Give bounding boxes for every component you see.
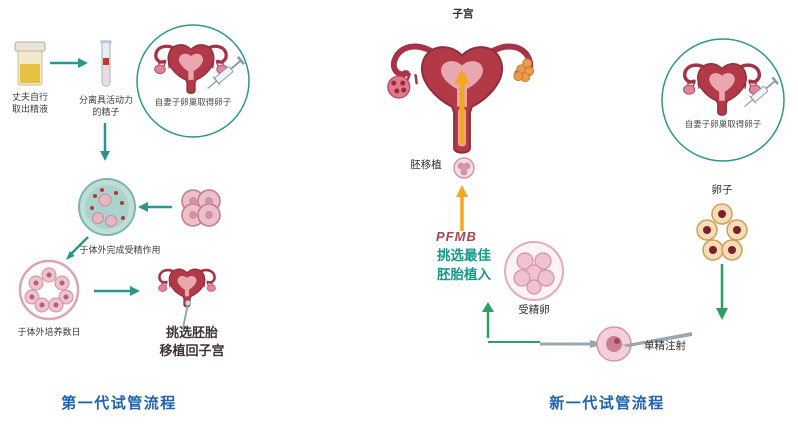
uterus-internal-arrow-icon [454,69,470,145]
transfer-catheter-icon [182,300,191,329]
left-ovary-icon [387,75,411,99]
sperm-injection-label: 单精注射 [644,340,686,352]
main-uterus-illustration [387,43,535,154]
culture-label: 于体外培养数日 [17,327,81,337]
test-tube-icon [100,40,112,87]
fertilized-egg-label: 受精卵 [518,304,550,316]
arrow-dish-to-culture-icon [66,236,89,260]
select-best-embryo-label: 挑选最佳 胚胎植入 [437,248,491,282]
arrow-fertilized-up-icon [482,302,494,338]
specimen-cup-icon [14,41,46,86]
embryo-transfer-label-left: 挑选胚胎 移植回子宫 [159,325,225,359]
embryo-4cell-icon [181,189,221,227]
left-flow-title: 第一代试管流程 [61,395,177,412]
eggs-label: 卵子 [711,184,733,196]
icsi-illustration [540,326,692,362]
petri-dish-icon [78,178,136,236]
fertilized-egg-icon [504,241,564,301]
arrow-eggs-down-icon [716,264,728,320]
egg-retrieval-circle-left [136,24,250,138]
egg-retrieval-label-right: 自妻子卵巢取得卵子 [684,119,762,129]
uterus-label: 子宫 [452,8,474,20]
embryo-transfer-label-right: 胚移植 [410,159,442,171]
arrow-embryo-to-dish-icon [138,202,172,212]
egg-retrieval-label-left: 自妻子卵巢取得卵子 [154,97,232,107]
connector-icsi-line [488,341,540,343]
egg-cluster-icon [696,203,748,261]
watermark-text: PFMB [436,229,477,244]
arrow-tube-down-icon [100,123,110,161]
culture-dish-icon [18,259,80,321]
embryo-icon [453,157,475,179]
egg-retrieval-circle-right [661,38,785,162]
arrow-embryo-up-icon [456,185,468,231]
right-ovary-icon [513,58,535,83]
fertilization-label: 于体外完成受精作用 [79,245,161,255]
semen-collection-label: 丈夫自行 取出精液 [11,92,48,114]
injection-needle-icon [622,332,692,347]
arrow-cup-to-tube-icon [50,58,88,68]
arrow-culture-to-uterus-icon [94,286,140,296]
right-flow-title: 新一代试管流程 [549,395,665,412]
motile-sperm-label: 分离具活动力 的精子 [78,95,133,117]
